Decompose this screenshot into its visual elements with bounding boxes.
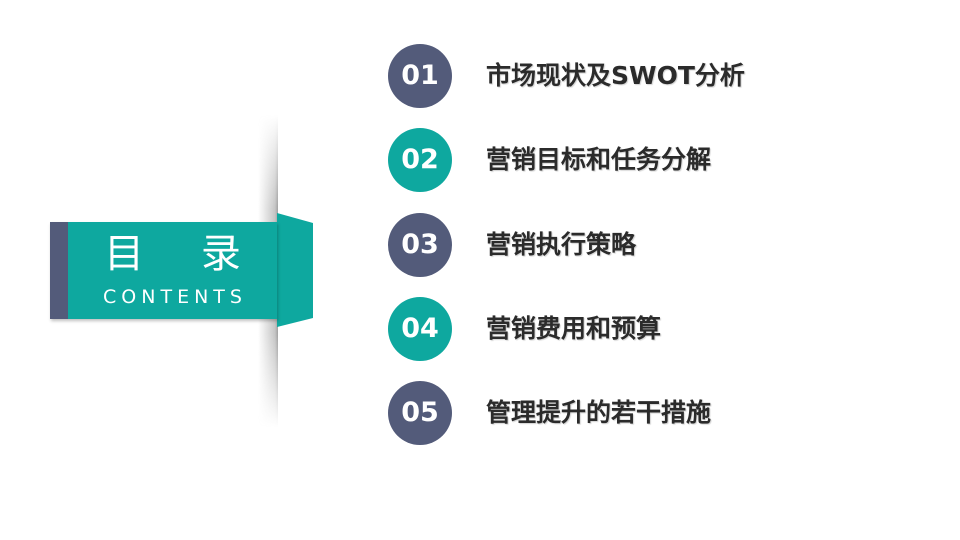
banner-accent-strip bbox=[50, 222, 68, 319]
item-label: 营销目标和任务分解 bbox=[486, 145, 712, 174]
item-label: 营销执行策略 bbox=[486, 230, 637, 259]
item-number-badge: 03 bbox=[388, 213, 452, 277]
contents-banner: 目 录 CONTENTS bbox=[50, 222, 277, 319]
contents-item-03[interactable]: 03 营销执行策略 bbox=[388, 213, 868, 277]
contents-item-05[interactable]: 05 管理提升的若干措施 bbox=[388, 381, 868, 445]
item-number-badge: 04 bbox=[388, 297, 452, 361]
contents-item-02[interactable]: 02 营销目标和任务分解 bbox=[388, 128, 868, 192]
item-number-badge: 01 bbox=[388, 44, 452, 108]
contents-item-04[interactable]: 04 营销费用和预算 bbox=[388, 297, 868, 361]
contents-item-01[interactable]: 01 市场现状及SWOT分析 bbox=[388, 44, 868, 108]
item-number-badge: 05 bbox=[388, 381, 452, 445]
banner-arrow-tab bbox=[277, 213, 313, 327]
banner-subtitle: CONTENTS bbox=[103, 286, 247, 308]
banner-title: 目 录 bbox=[104, 231, 263, 277]
item-label: 市场现状及SWOT分析 bbox=[486, 61, 745, 90]
item-number-badge: 02 bbox=[388, 128, 452, 192]
item-label: 管理提升的若干措施 bbox=[486, 398, 712, 427]
item-label: 营销费用和预算 bbox=[486, 314, 662, 343]
